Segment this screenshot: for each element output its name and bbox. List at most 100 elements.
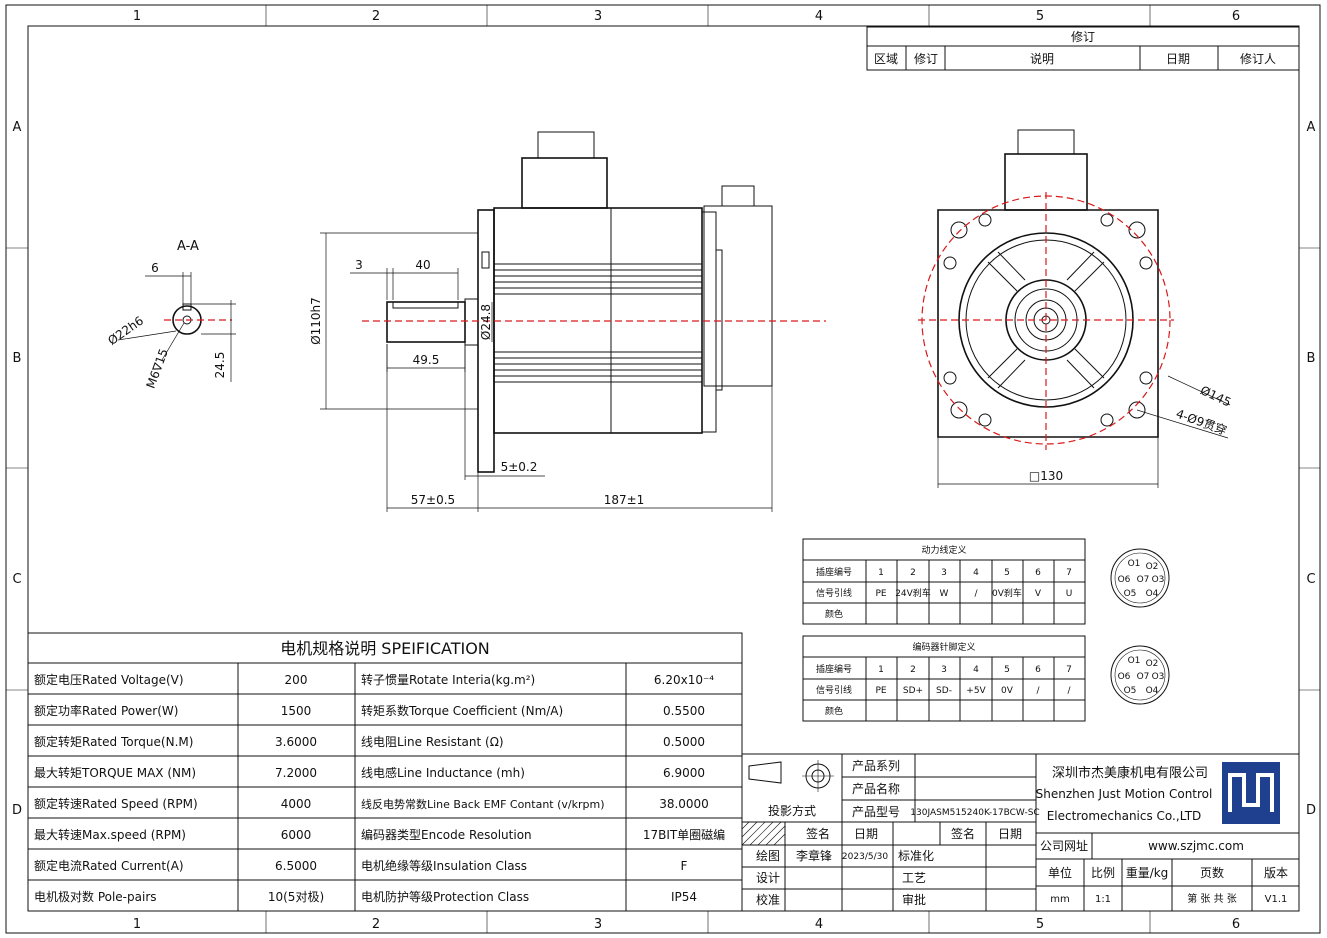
spec-value2-2: 0.5500: [663, 704, 705, 718]
scale-value: 1:1: [1095, 894, 1111, 905]
power-signal-5: 0V刹车: [992, 587, 1022, 599]
website-value: www.szjmc.com: [1148, 839, 1244, 853]
zone-row-c-right: C: [1306, 572, 1315, 587]
drawer-name: 李章锋: [796, 848, 832, 863]
scale-label: 比例: [1091, 866, 1115, 880]
unit-label: 单位: [1048, 865, 1072, 880]
date-label-2: 日期: [998, 827, 1022, 841]
dim-key-offset: 3: [355, 258, 363, 272]
encoder-row-label-pin: 插座编号: [816, 663, 852, 675]
zone-row-c-left: C: [12, 572, 21, 587]
power-pin-1: 1: [878, 568, 884, 578]
spec-name2-1: 转子惯量Rotate Interia(kg.m²): [361, 672, 535, 687]
pages-label: 页数: [1200, 865, 1224, 880]
zone-col-2-bottom: 2: [372, 917, 380, 932]
spec-name-2: 额定功率Rated Power(W): [34, 703, 178, 718]
spec-value2-4: 6.9000: [663, 766, 705, 780]
spec-value-6: 6000: [281, 828, 312, 842]
draw-date: 2023/5/30: [842, 852, 888, 862]
spec-table: 电机规格说明 SPEIFICATION 额定电压Rated Voltage(V)…: [27, 632, 743, 912]
zone-row-b-left: B: [13, 351, 22, 366]
process-label: 工艺: [902, 871, 926, 885]
zone-col-3-bottom: 3: [594, 917, 602, 932]
unit-value: mm: [1050, 894, 1069, 905]
product-model-label: 产品型号: [852, 805, 900, 819]
encoder-row-label-signal: 信号引线: [816, 684, 852, 696]
pages-value: 第 张 共 张: [1187, 892, 1237, 905]
encoder-signal-2: SD+: [903, 686, 923, 696]
zone-row-d-left: D: [12, 803, 22, 818]
spec-name2-3: 线电阻Line Resistant (Ω): [361, 735, 504, 749]
spec-name-4: 最大转矩TORQUE MAX (NM): [34, 765, 196, 780]
section-aa-view: A-A 6 24.5 Ø22h6 M6∇15: [105, 239, 236, 390]
approve-label: 审批: [902, 892, 926, 907]
hatch-area: [741, 821, 786, 846]
standardize-label: 标准化: [898, 849, 934, 863]
revision-header-date: 日期: [1166, 52, 1190, 66]
encoder-pin-3: 3: [941, 665, 947, 675]
zone-row-d-right: D: [1306, 803, 1316, 818]
spec-value2-8: IP54: [671, 890, 697, 904]
encoder-connector-table: 编码器针脚定义 插座编号 信号引线 颜色 1 2 3 4 5 6 7 PE SD…: [802, 635, 1086, 722]
zone-col-4-bottom: 4: [815, 917, 823, 932]
product-name-label: 产品名称: [852, 781, 900, 796]
encoder-diagram-pin-5: O5: [1124, 686, 1137, 696]
power-diagram-pin-7: O7: [1137, 575, 1150, 585]
revision-header-desc: 说明: [1030, 51, 1054, 66]
spec-name2-7: 电机绝缘等级Insulation Class: [361, 858, 527, 873]
check-label: 校准: [756, 892, 780, 907]
power-pin-6: 6: [1035, 568, 1041, 578]
zone-col-6-top: 6: [1232, 9, 1240, 24]
dim-shaft-step-diameter: Ø24.8: [479, 304, 493, 340]
zone-row-a-left: A: [13, 120, 22, 135]
spec-table-title: 电机规格说明 SPEIFICATION: [280, 639, 490, 658]
spec-name-8: 电机极对数 Pole-pairs: [34, 889, 157, 904]
revision-block: 修订 区域 修订 说明 日期 修订人: [866, 26, 1300, 71]
zone-col-6-bottom: 6: [1232, 917, 1240, 932]
revision-title: 修订: [1071, 29, 1095, 44]
zone-col-1-bottom: 1: [133, 917, 141, 932]
dim-spigot-diameter: Ø110h7: [309, 297, 323, 345]
zone-col-5-bottom: 5: [1036, 917, 1044, 932]
projection-label: 投影方式: [768, 803, 816, 818]
spec-value-2: 1500: [281, 704, 312, 718]
section-aa-title: A-A: [177, 239, 199, 254]
power-signal-6: V: [1035, 589, 1042, 599]
zone-col-3-top: 3: [594, 9, 602, 24]
zone-row-b-right: B: [1307, 351, 1316, 366]
company-name-en-2: Electromechanics Co.,LTD: [1047, 809, 1202, 823]
dim-mount-holes: 4-Ø9贯穿: [1174, 406, 1229, 438]
spec-value-8: 10(5对极): [268, 890, 324, 904]
spec-name-7: 额定电流Rated Current(A): [34, 858, 184, 873]
power-pin-3: 3: [941, 568, 947, 578]
encoder-diagram-pin-4: O4: [1146, 686, 1159, 696]
encoder-signal-5: 0V: [1001, 686, 1014, 696]
power-signal-7: U: [1066, 589, 1073, 599]
encoder-diagram-pin-7: O7: [1137, 672, 1150, 682]
spec-value-1: 200: [285, 673, 308, 687]
encoder-pin-7: 7: [1066, 665, 1072, 675]
encoder-pin-5: 5: [1004, 665, 1010, 675]
spec-value-4: 7.2000: [275, 766, 317, 780]
power-signal-3: W: [940, 589, 949, 599]
encoder-pin-6: 6: [1035, 665, 1041, 675]
power-pin-2: 2: [910, 568, 916, 578]
power-diagram-pin-4: O4: [1146, 589, 1159, 599]
revision-header-rev: 修订: [914, 51, 938, 66]
dim-shaft-diameter: Ø22h6: [105, 314, 146, 348]
sign-label: 签名: [806, 826, 830, 841]
power-pin-4: 4: [973, 568, 979, 578]
motor-front-view: Ø145 4-Ø9贯穿 □130: [918, 129, 1233, 488]
encoder-signal-6: /: [1036, 686, 1040, 696]
projection-symbol-icon: [748, 760, 834, 792]
motor-side-view: Ø110h7 3 40 Ø24.8 49.5 5±0.2 57±0.5 187±…: [309, 131, 826, 512]
encoder-signal-1: PE: [875, 686, 886, 696]
front-ribs: [987, 251, 1105, 389]
dim-bolt-circle: Ø145: [1198, 383, 1233, 409]
design-label: 设计: [756, 871, 780, 885]
encoder-diagram-pin-2: O2: [1146, 659, 1159, 669]
dim-flange-square: □130: [1029, 469, 1063, 483]
revision-header-area: 区域: [874, 52, 898, 66]
encoder-signal-3: SD-: [936, 686, 952, 696]
company-name-en-1: Shenzhen Just Motion Control: [1036, 787, 1213, 801]
